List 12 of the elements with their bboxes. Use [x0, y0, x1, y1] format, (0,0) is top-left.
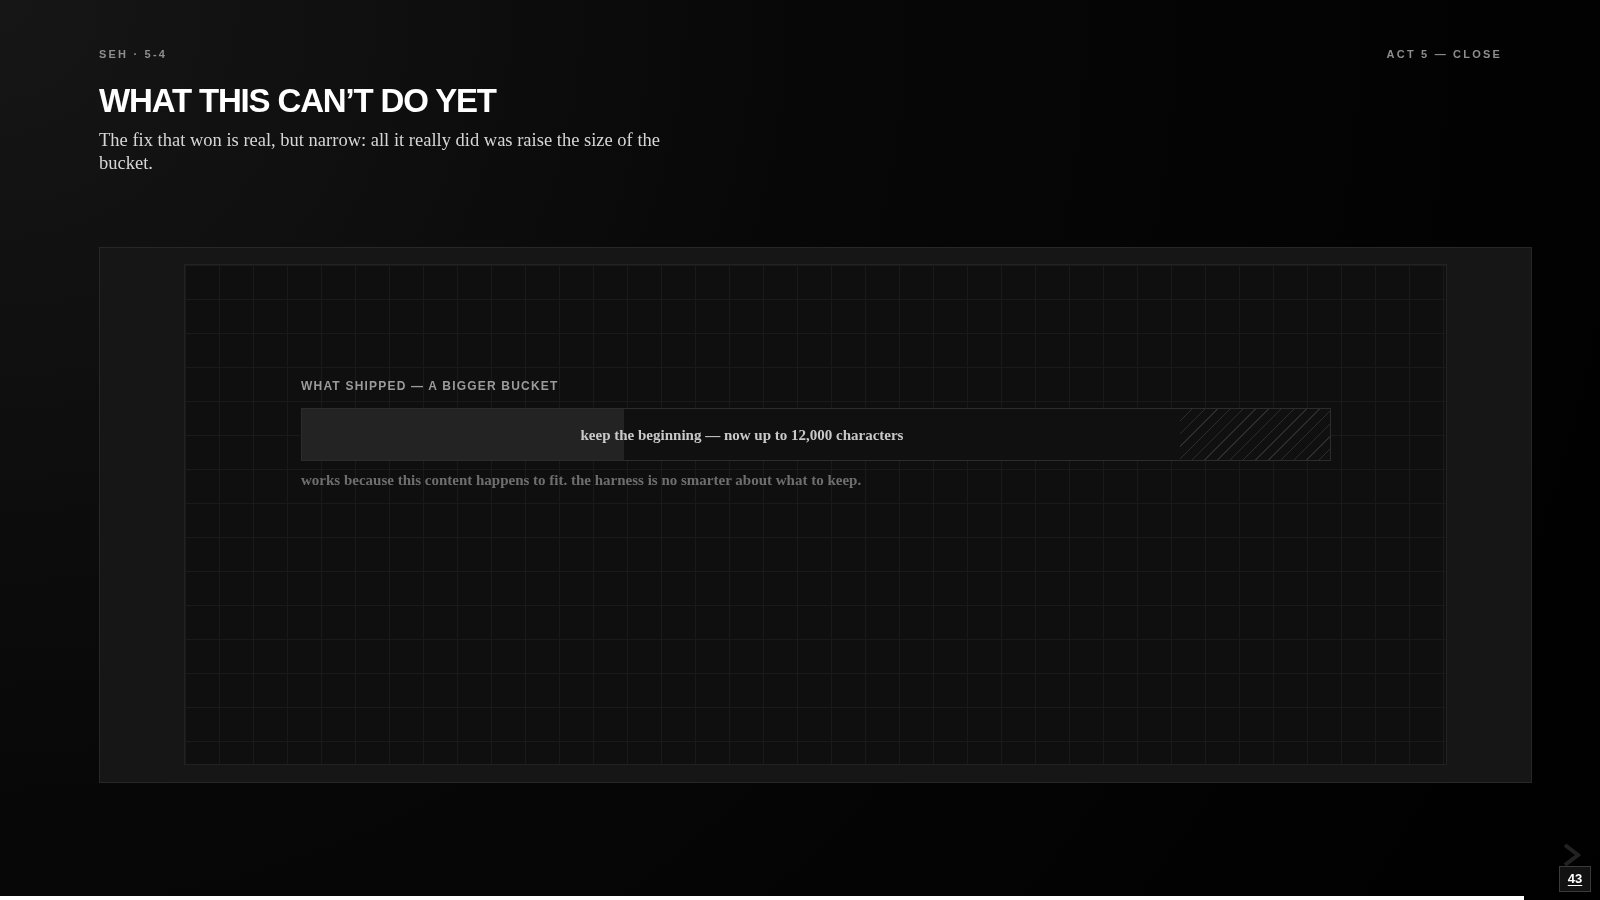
slide-title: WHAT THIS CAN’T DO YET	[99, 81, 496, 121]
bucket-bar	[301, 408, 1331, 461]
bar-label: keep the beginning — now up to 12,000 characters	[580, 425, 904, 444]
subtitle: The fix that won is real, but narrow: all it really did was raise the size of the bucket.	[99, 129, 661, 175]
hatched-segment	[1180, 409, 1330, 460]
panel-heading: WHAT SHIPPED — A BIGGER BUCKET	[301, 378, 559, 394]
section-code: SEH · 5-4	[99, 47, 168, 61]
section-label: ACT 5 — CLOSE	[1386, 47, 1502, 61]
page-number: 43	[1559, 866, 1591, 892]
figure-panel	[99, 247, 1532, 783]
caption-text: works because this content happens to fit. the harness is no smarter about what to keep.	[301, 471, 862, 490]
grid-panel	[184, 264, 1447, 765]
